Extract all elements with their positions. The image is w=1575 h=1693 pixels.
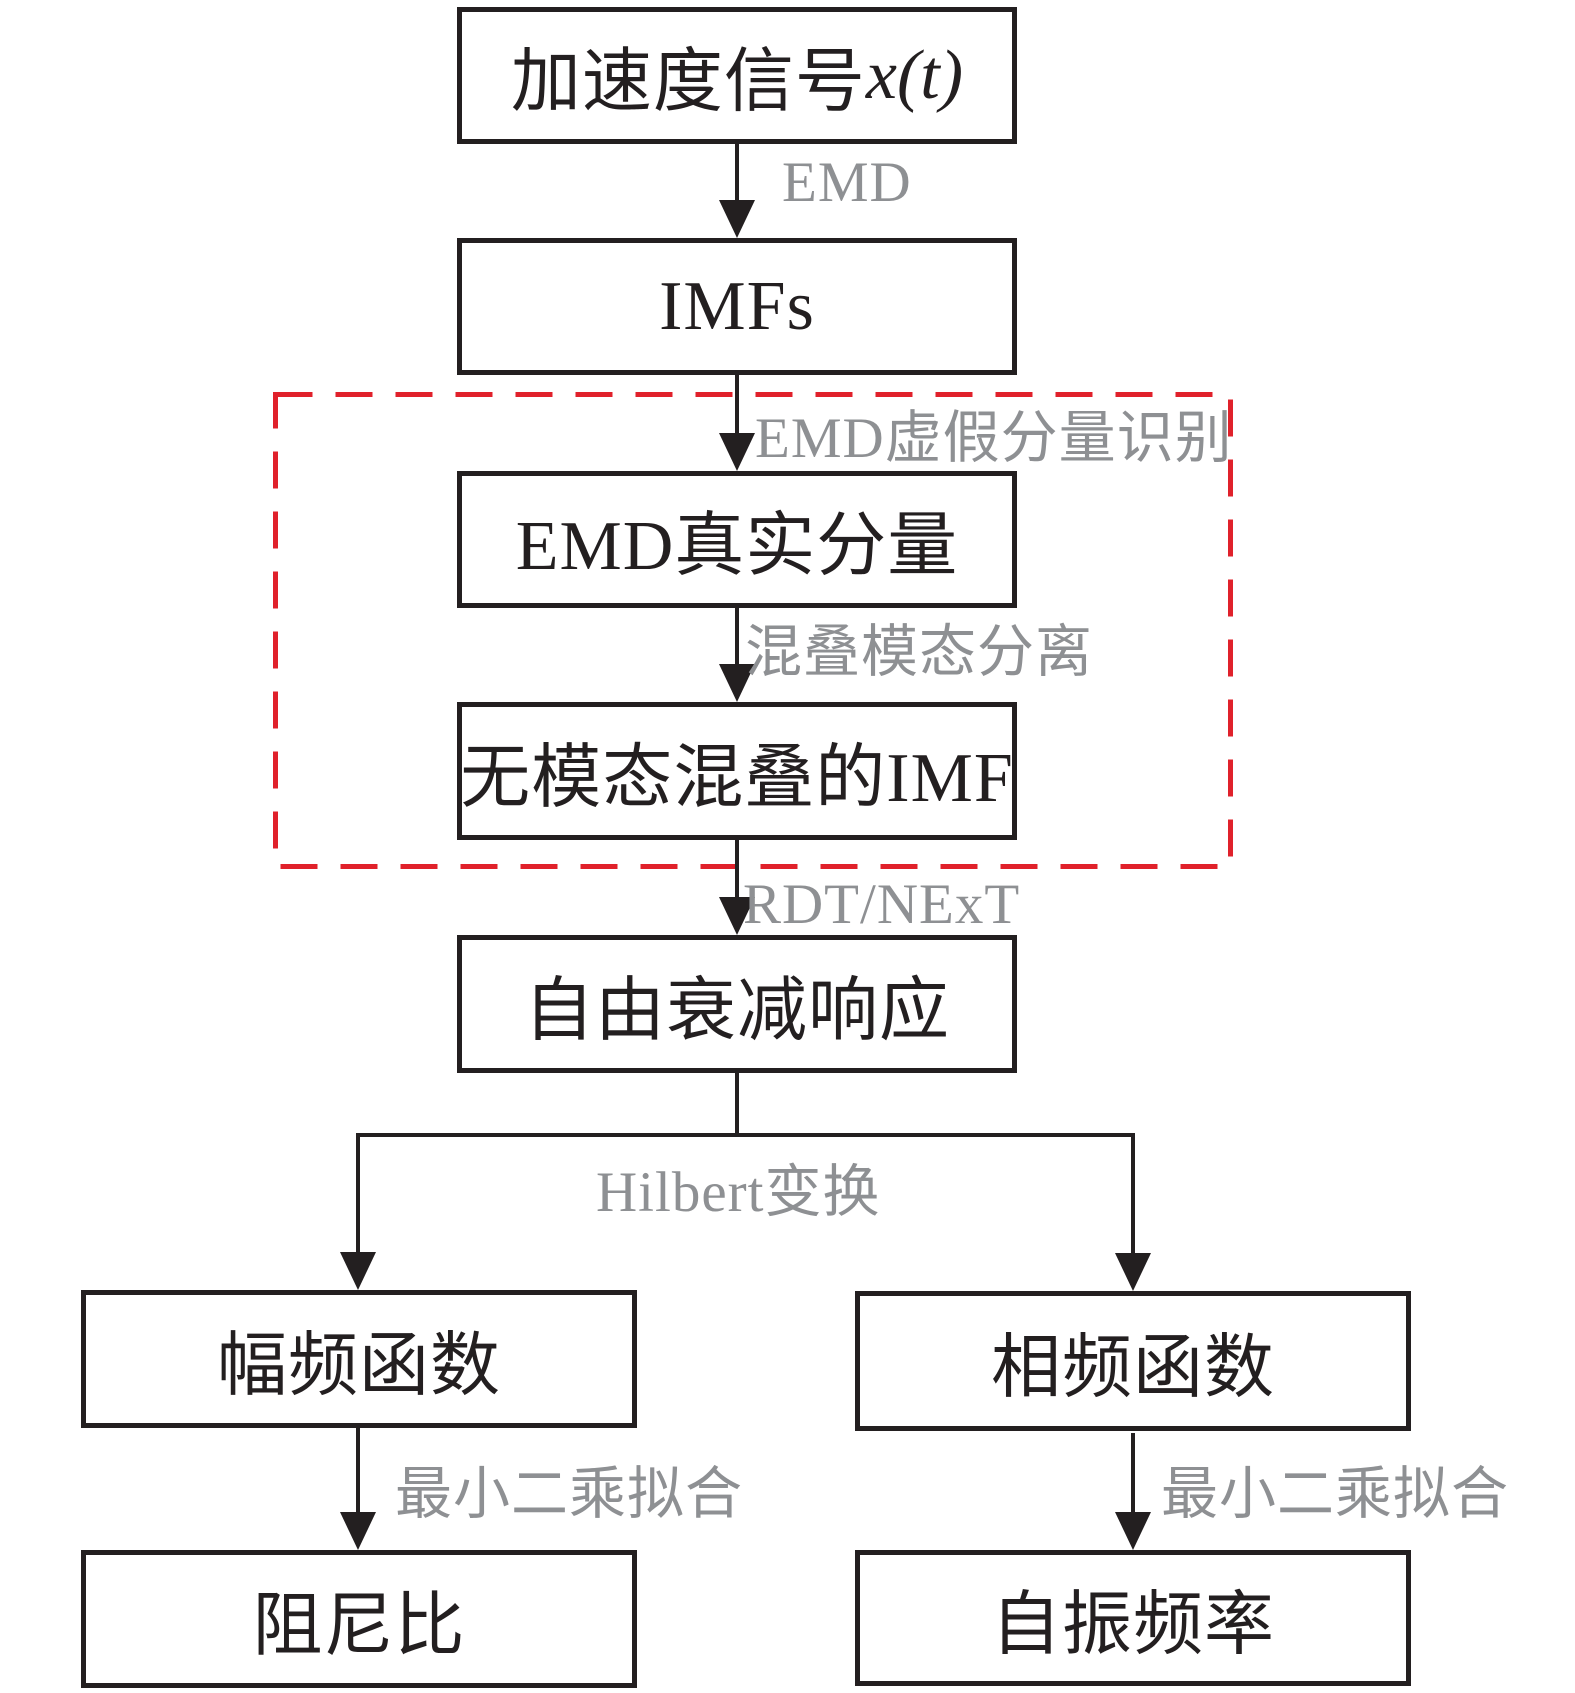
node-natural-frequency: 自振频率 [855,1550,1411,1686]
edge-label-emd: EMD [782,151,912,214]
node-free-decay-response: 自由衰减响应 [457,935,1017,1073]
branch-stub-line [735,1073,739,1137]
arrow-clean-imf-to-free-decay [735,840,739,900]
arrow-branch-to-amplitude-function [356,1135,360,1255]
arrow-true-components-to-clean-imf [735,608,739,667]
arrowhead-branch-to-phase-function [1115,1253,1151,1291]
node-damping-ratio-label: 阻尼比 [252,1587,466,1665]
node-imfs-label: IMFs [659,267,815,345]
arrowhead-phase-to-natural-frequency [1115,1512,1151,1550]
arrow-imfs-to-true-components [735,375,739,436]
node-acceleration-signal-math: x(t) [865,36,964,114]
node-phase-frequency-function-label: 相频函数 [991,1329,1275,1407]
arrow-signal-to-imfs [735,143,739,203]
arrow-phase-to-natural-frequency [1131,1433,1135,1515]
arrowhead-amplitude-to-damping [340,1512,376,1550]
node-phase-frequency-function: 相频函数 [855,1291,1411,1431]
edge-label-least-squares-fit-right: 最小二乘拟合 [1161,1463,1509,1526]
arrowhead-clean-imf-to-free-decay [719,897,755,935]
arrowhead-true-components-to-clean-imf [719,664,755,702]
node-imf-without-mode-mixing: 无模态混叠的IMF [457,702,1017,840]
node-imf-without-mode-mixing-label: 无模态混叠的IMF [460,739,1014,817]
arrow-branch-to-phase-function [1131,1135,1135,1256]
edge-label-false-component-identification: EMD虚假分量识别 [755,407,1233,470]
arrowhead-branch-to-amplitude-function [340,1252,376,1290]
node-free-decay-response-label: 自由衰减响应 [524,972,950,1050]
arrowhead-signal-to-imfs [719,200,755,238]
node-imfs: IMFs [457,238,1017,375]
node-emd-true-components-label: EMD真实分量 [515,508,959,585]
node-amplitude-frequency-function: 幅频函数 [81,1290,637,1428]
arrowhead-imfs-to-true-components [719,433,755,471]
arrow-amplitude-to-damping [356,1428,360,1515]
node-emd-true-components: EMD真实分量 [457,471,1017,608]
node-amplitude-frequency-function-label: 幅频函数 [217,1327,501,1405]
node-damping-ratio: 阻尼比 [81,1550,637,1688]
edge-label-rdt-next: RDT/NExT [743,873,1021,936]
edge-label-least-squares-fit-left: 最小二乘拟合 [395,1463,743,1526]
branch-horizontal-line [356,1133,1135,1137]
edge-label-hilbert-transform: Hilbert变换 [596,1161,881,1224]
edge-label-mode-mixing-separation: 混叠模态分离 [745,621,1093,684]
node-natural-frequency-label: 自振频率 [991,1586,1275,1664]
node-acceleration-signal-label: 加速度信号 [510,44,866,121]
